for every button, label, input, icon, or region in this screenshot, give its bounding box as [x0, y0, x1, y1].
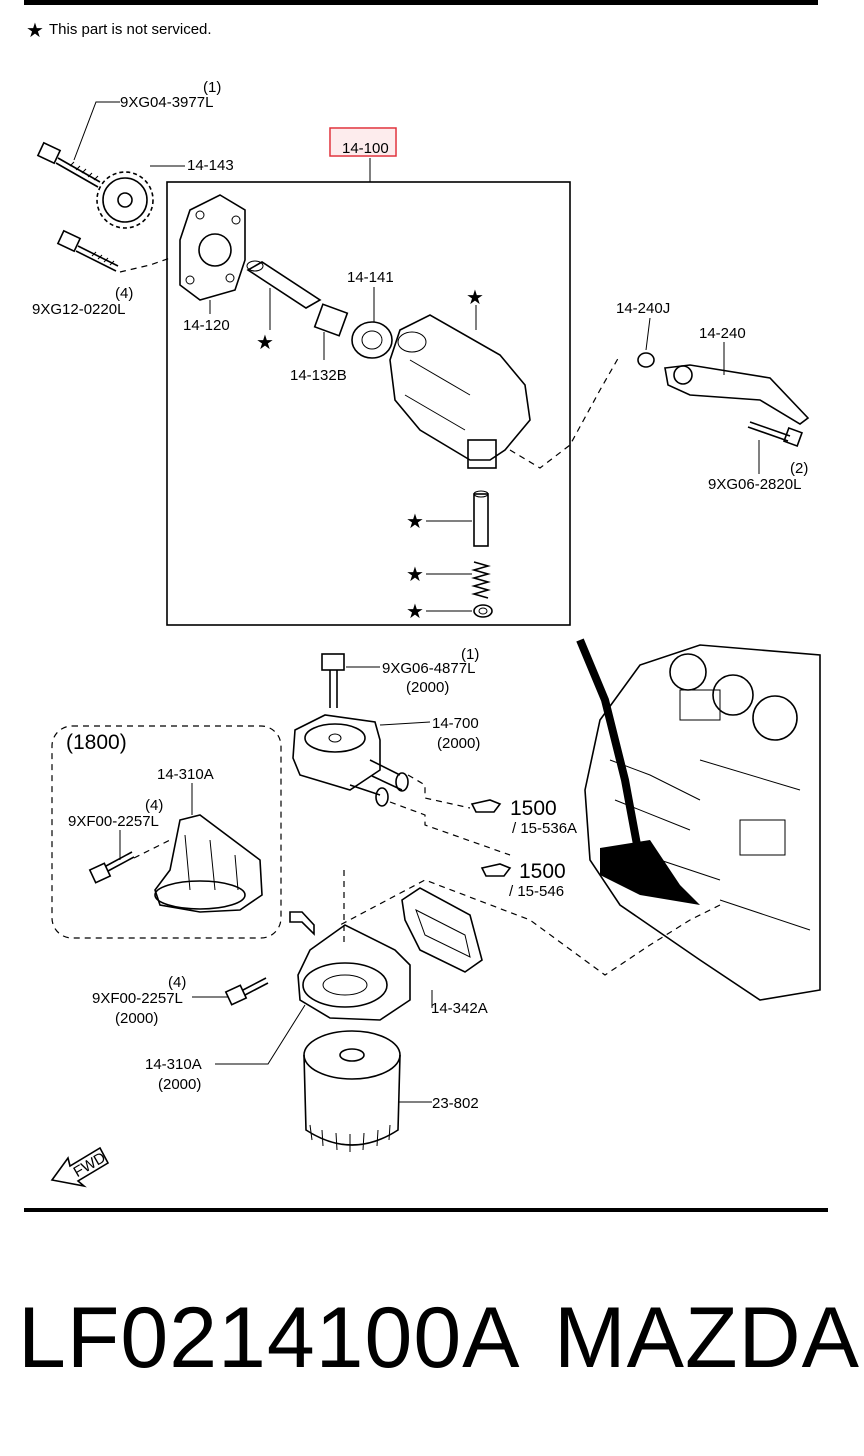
star-icon: ★ [256, 330, 274, 354]
label-14-342a: 14-342A [431, 1000, 488, 1017]
oil-filter-icon [303, 1030, 401, 1152]
filter-14-310a-variant: (2000) [158, 1076, 201, 1093]
star-icon: ★ [26, 18, 44, 42]
rotor-inner-icon [313, 303, 349, 337]
cooler-bolt-qty: (1) [461, 646, 479, 663]
footer-part-number: LF0214100A [18, 1290, 521, 1386]
label-14-240: 14-240 [699, 325, 746, 342]
swap-arrow-icon [289, 911, 315, 936]
dash-strainer [509, 354, 621, 469]
label-14-100: 14-100 [342, 140, 389, 157]
rotor-outer-icon [351, 321, 393, 359]
relief-spring-icon [471, 561, 491, 599]
bolt-top-code: 9XG04-3977L [120, 94, 213, 111]
leader-filter-14-310a [215, 1004, 306, 1065]
label-14-120: 14-120 [183, 317, 230, 334]
label-14-141: 14-141 [347, 269, 394, 286]
variant-1800-bolt-code: 9XF00-2257L [68, 813, 159, 830]
filter-bolt-qty: (4) [168, 974, 186, 991]
dash-ref1 [407, 774, 471, 809]
cooler-bolt-code: 9XG06-4877L [382, 660, 475, 677]
bolt-left-code: 9XG12-0220L [32, 301, 125, 318]
o-ring-icon [637, 352, 655, 368]
variant-1800-14-310a: 14-310A [157, 766, 214, 783]
cooler-bolt-icon [321, 653, 345, 708]
bolt-top-icon [36, 141, 101, 188]
dash-variant-1800 [133, 839, 171, 859]
hand-pointer-icon [480, 863, 512, 877]
top-rule [24, 0, 818, 5]
leader-14-240j [645, 317, 651, 351]
filter-bolt-icon [224, 977, 269, 1006]
hand-pointer-icon [470, 799, 502, 813]
bolt-left-icon [56, 229, 119, 272]
engine-block-icon [576, 638, 821, 1001]
ref1-number: 1500 [510, 797, 557, 820]
highlight-fill [331, 129, 395, 155]
highlight-box [329, 127, 397, 157]
filter-bolt-code: 9XF00-2257L [92, 990, 183, 1007]
pump-cover-icon [179, 194, 246, 301]
pump-body-icon [389, 314, 531, 469]
star-icon: ★ [406, 562, 424, 586]
variant-1800-bolt-qty: (4) [145, 797, 163, 814]
star-icon: ★ [406, 509, 424, 533]
shaft-icon [246, 260, 322, 309]
label-14-700: 14-700 [432, 715, 479, 732]
dash-bolt-left [119, 257, 171, 273]
leader-14-700 [379, 721, 431, 726]
relief-plug-icon [473, 604, 493, 618]
strainer-bolt-icon [747, 421, 803, 447]
filter-bracket-icon [154, 814, 263, 913]
assembly-frame [166, 181, 571, 626]
cooler-bolt-variant: (2000) [406, 679, 449, 696]
bolt-left-qty: (4) [115, 285, 133, 302]
oil-cooler-icon [292, 714, 409, 807]
gasket-icon [401, 887, 483, 973]
strainer-bolt-code: 9XG06-2820L [708, 476, 801, 493]
label-14-700-variant: (2000) [437, 735, 480, 752]
filter-bolt-variant: (2000) [115, 1010, 158, 1027]
variant-1800-title: (1800) [66, 731, 127, 754]
label-14-240j: 14-240J [616, 300, 670, 317]
variant-1800-bolt-icon [88, 851, 135, 884]
fwd-arrow-icon: FWD [50, 1146, 110, 1188]
star-icon: ★ [406, 599, 424, 623]
star-icon: ★ [466, 285, 484, 309]
leader-bolt-top [73, 101, 120, 161]
dash-ref2 [389, 801, 511, 856]
relief-plunger-icon [473, 490, 489, 547]
label-14-143: 14-143 [187, 157, 234, 174]
variant-1800-frame [51, 725, 282, 939]
footer-brand: MAZDA [554, 1290, 860, 1386]
filter-housing-icon [297, 924, 411, 1021]
strainer-icon [664, 364, 810, 425]
ref2-sub: / 15-546 [509, 883, 564, 900]
ref2-number: 1500 [519, 860, 566, 883]
bolt-top-qty: (1) [203, 79, 221, 96]
label-14-132b: 14-132B [290, 367, 347, 384]
legend-note: This part is not serviced. [49, 21, 212, 38]
strainer-bolt-qty: (2) [790, 460, 808, 477]
filter-14-310a: 14-310A [145, 1056, 202, 1073]
sprocket-icon [96, 171, 154, 229]
bottom-rule [24, 1208, 828, 1212]
label-23-802: 23-802 [432, 1095, 479, 1112]
ref1-sub: / 15-536A [512, 820, 577, 837]
dash-engine [339, 879, 721, 976]
